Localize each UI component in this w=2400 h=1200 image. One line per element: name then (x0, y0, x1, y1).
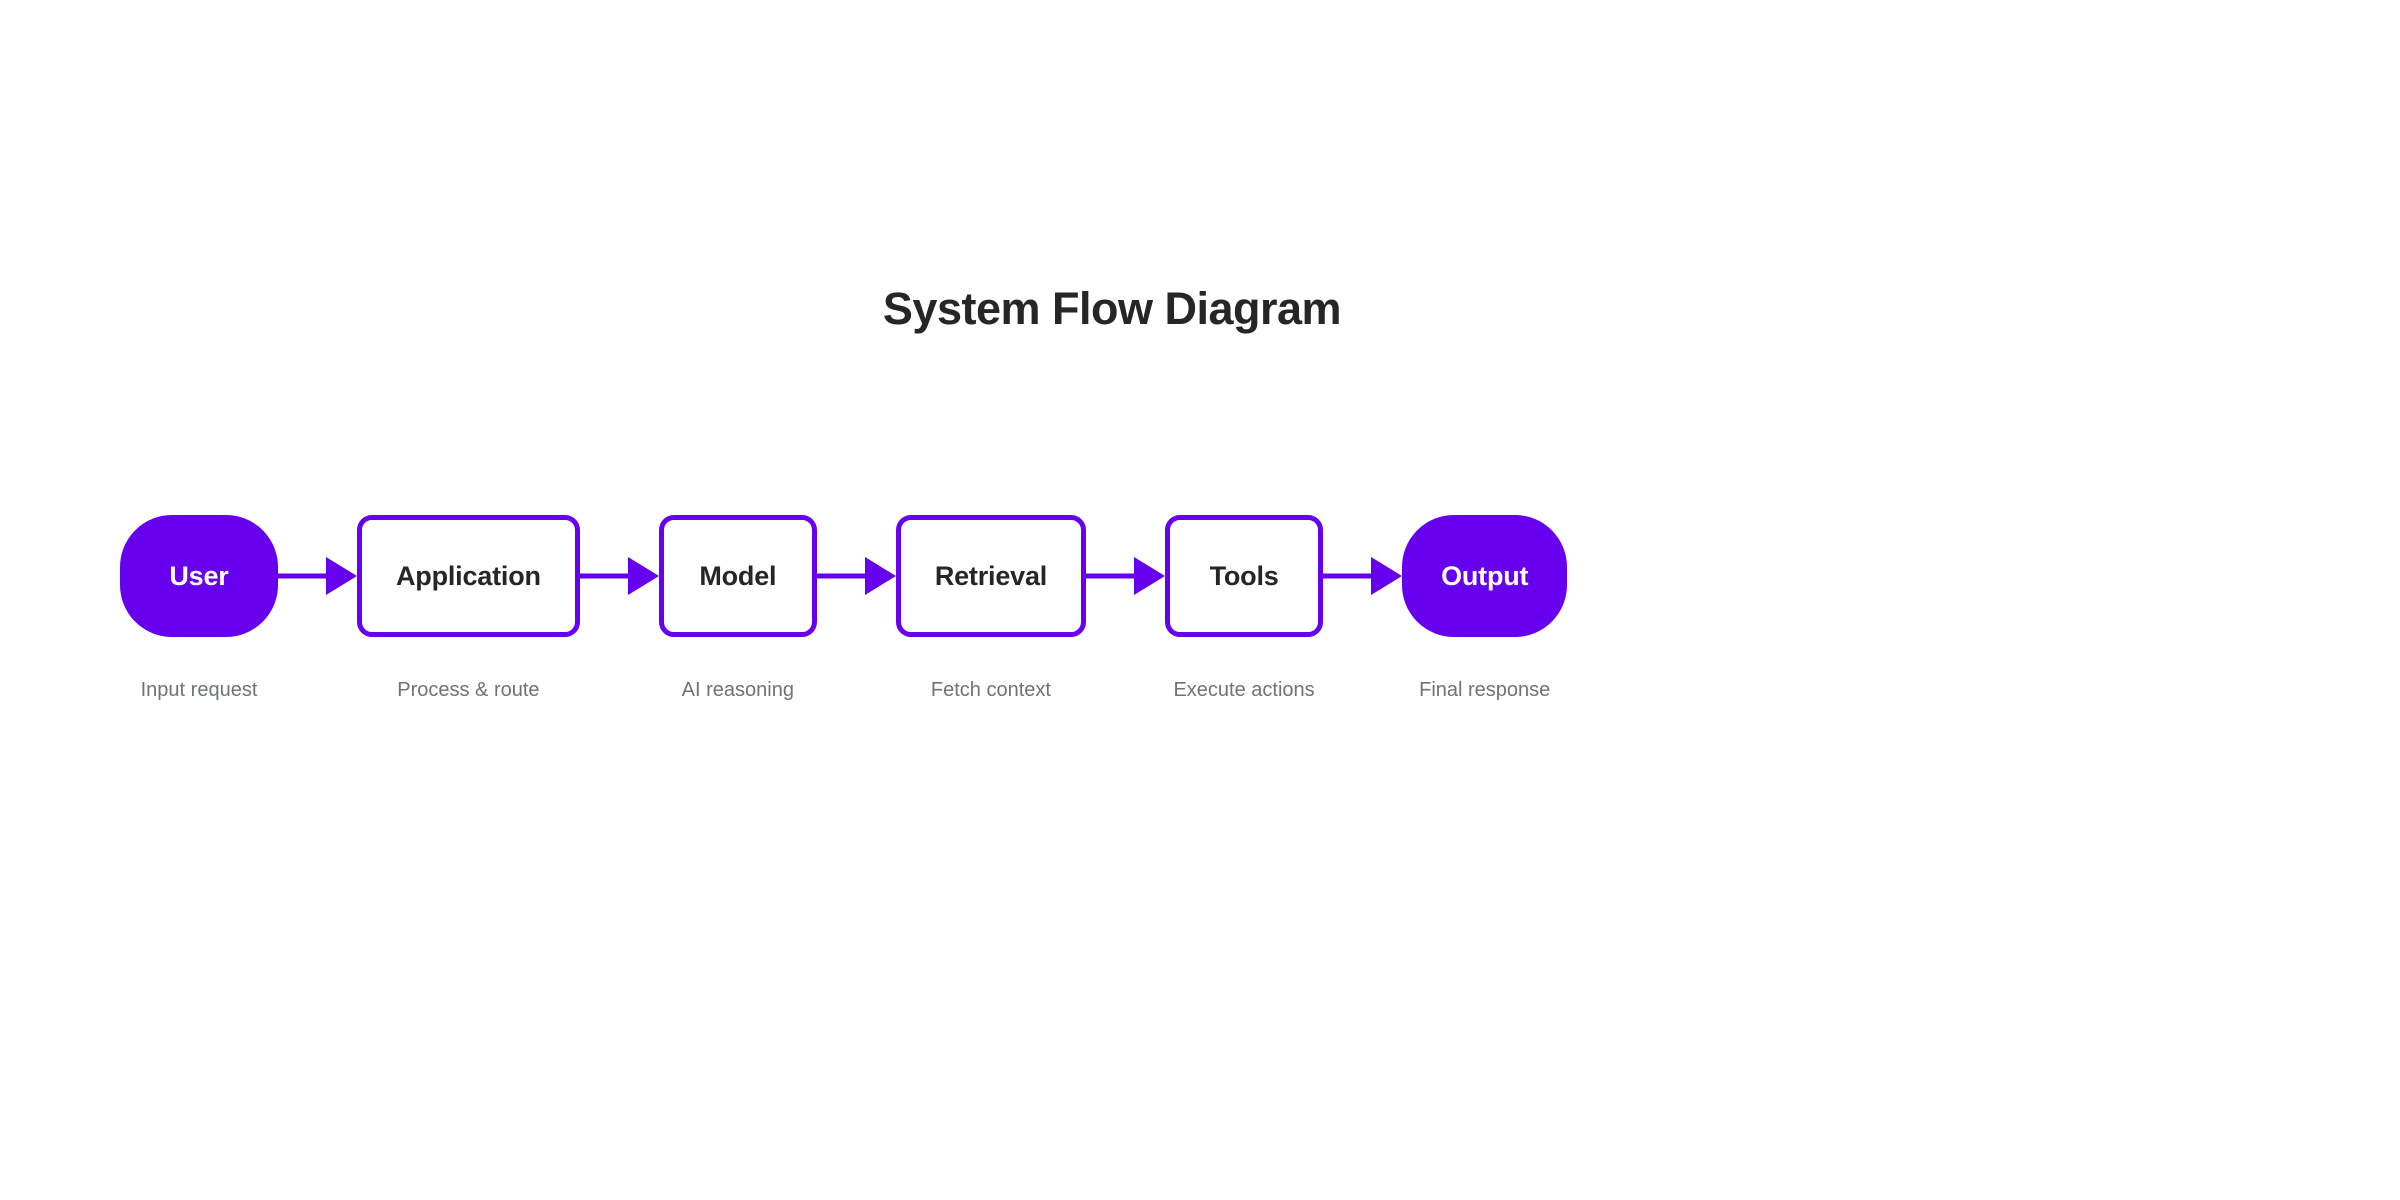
flow-step-model[interactable]: Model AI reasoning (658, 515, 817, 702)
node-tools[interactable]: Tools (1165, 515, 1324, 637)
arrow-user-to-application (278, 515, 357, 637)
arrow-model-to-retrieval (816, 515, 896, 637)
arrow-application-to-model (579, 515, 659, 637)
flow-step-retrieval[interactable]: Retrieval Fetch context (895, 515, 1087, 702)
flow-step-output[interactable]: Output Final response (1402, 515, 1568, 702)
flow-row: User Input request Application Process &… (120, 515, 2280, 702)
arrow-retrieval-to-tools (1086, 515, 1166, 637)
flow-step-application[interactable]: Application Process & route (357, 515, 580, 702)
caption-model: AI reasoning (681, 679, 794, 701)
node-retrieval[interactable]: Retrieval (895, 515, 1087, 637)
arrow-tools-to-output (1323, 515, 1403, 637)
node-application[interactable]: Application (357, 515, 580, 637)
page-title: System Flow Diagram (882, 283, 1342, 334)
flow-step-user[interactable]: User Input request (120, 515, 278, 702)
caption-retrieval: Fetch context (930, 679, 1051, 701)
node-model[interactable]: Model (658, 515, 817, 637)
caption-tools: Execute actions (1173, 679, 1315, 701)
node-user[interactable]: User (120, 515, 278, 637)
flow-step-tools[interactable]: Tools Execute actions (1165, 515, 1324, 702)
caption-user: Input request (140, 679, 258, 701)
node-output[interactable]: Output (1402, 515, 1568, 637)
caption-application: Process & route (397, 679, 540, 701)
caption-output: Final response (1419, 679, 1551, 701)
